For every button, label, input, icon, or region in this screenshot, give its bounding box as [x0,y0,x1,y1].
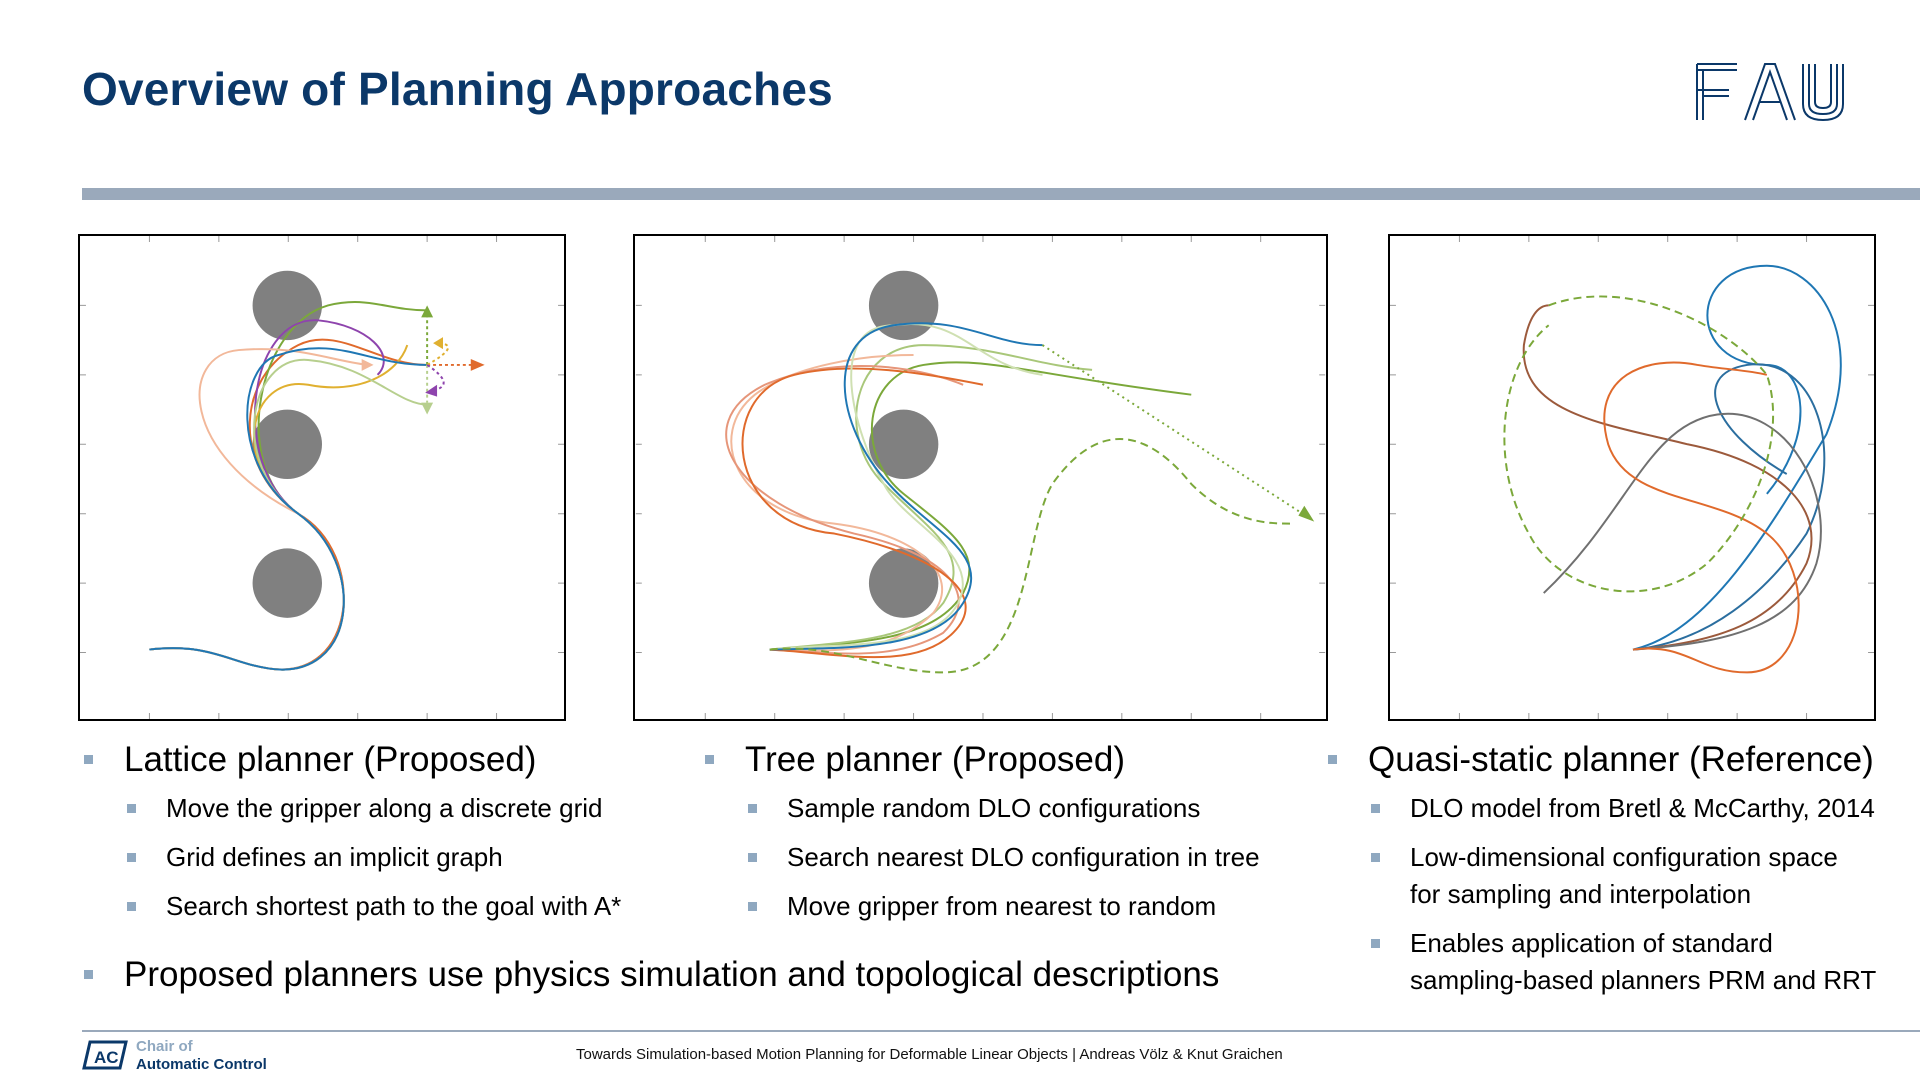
bullet-marker [127,804,136,813]
bullet-lattice-item-3: Search shortest path to the goal with A* [82,888,722,925]
bullet-lattice-item-1: Move the gripper along a discrete grid [82,790,722,827]
quasi-static-planner-text: Quasi-static planner (Reference) DLO mod… [1326,738,1920,1011]
bullet-marker [127,853,136,862]
bullet-marker [748,853,757,862]
lattice-planner-text: Lattice planner (Proposed) Move the grip… [82,738,722,937]
bullet-marker [748,902,757,911]
obstacle-top [252,270,322,341]
svg-text:AC: AC [94,1048,119,1067]
tree-planner-figure [633,234,1328,721]
ac-badge-icon: AC [82,1040,128,1070]
bullet-marker [1371,853,1380,862]
bullet-marker [1328,755,1337,764]
obstacle-middle [868,409,939,479]
obstacle-bottom [252,548,322,618]
chair-logo: AC Chair of Automatic Control [82,1034,322,1080]
footer-divider [82,1030,1920,1032]
footer-citation: Towards Simulation-based Motion Planning… [576,1046,1283,1063]
quasi-static-planner-figure [1388,234,1876,721]
bullet-lattice-heading: Lattice planner (Proposed) [82,738,722,782]
lattice-planner-figure [78,234,566,721]
bullet-marker [1371,939,1380,948]
bullet-tree-heading: Tree planner (Proposed) [703,738,1343,782]
bullet-tree-item-1: Sample random DLO configurations [703,790,1343,827]
bullet-tree-item-2: Search nearest DLO configuration in tree [703,839,1343,876]
bullet-quasi-item-3: Enables application of standard sampling… [1326,925,1920,999]
bullet-quasi-item-1: DLO model from Bretl & McCarthy, 2014 [1326,790,1920,827]
bullet-marker [748,804,757,813]
bullet-marker [84,755,93,764]
bullet-quasi-heading: Quasi-static planner (Reference) [1326,738,1920,782]
obstacle-bottom [868,548,939,618]
obstacle-middle [252,409,322,479]
summary-text: Proposed planners use physics simulation… [82,953,1322,1005]
chair-line-1: Chair of [136,1038,193,1055]
bullet-lattice-item-2: Grid defines an implicit graph [82,839,722,876]
bullet-quasi-item-2: Low-dimensional configuration space for … [1326,839,1920,913]
bullet-marker [705,755,714,764]
page-title: Overview of Planning Approaches [82,63,833,115]
chair-line-2: Automatic Control [136,1056,267,1073]
bullet-summary: Proposed planners use physics simulation… [82,953,1322,997]
bullet-marker [127,902,136,911]
bullet-marker [84,970,93,979]
bullet-tree-item-3: Move gripper from nearest to random [703,888,1343,925]
header-divider-bar [82,188,1920,200]
fau-logo [1696,63,1844,122]
bullet-marker [1371,804,1380,813]
tree-planner-text: Tree planner (Proposed) Sample random DL… [703,738,1343,937]
